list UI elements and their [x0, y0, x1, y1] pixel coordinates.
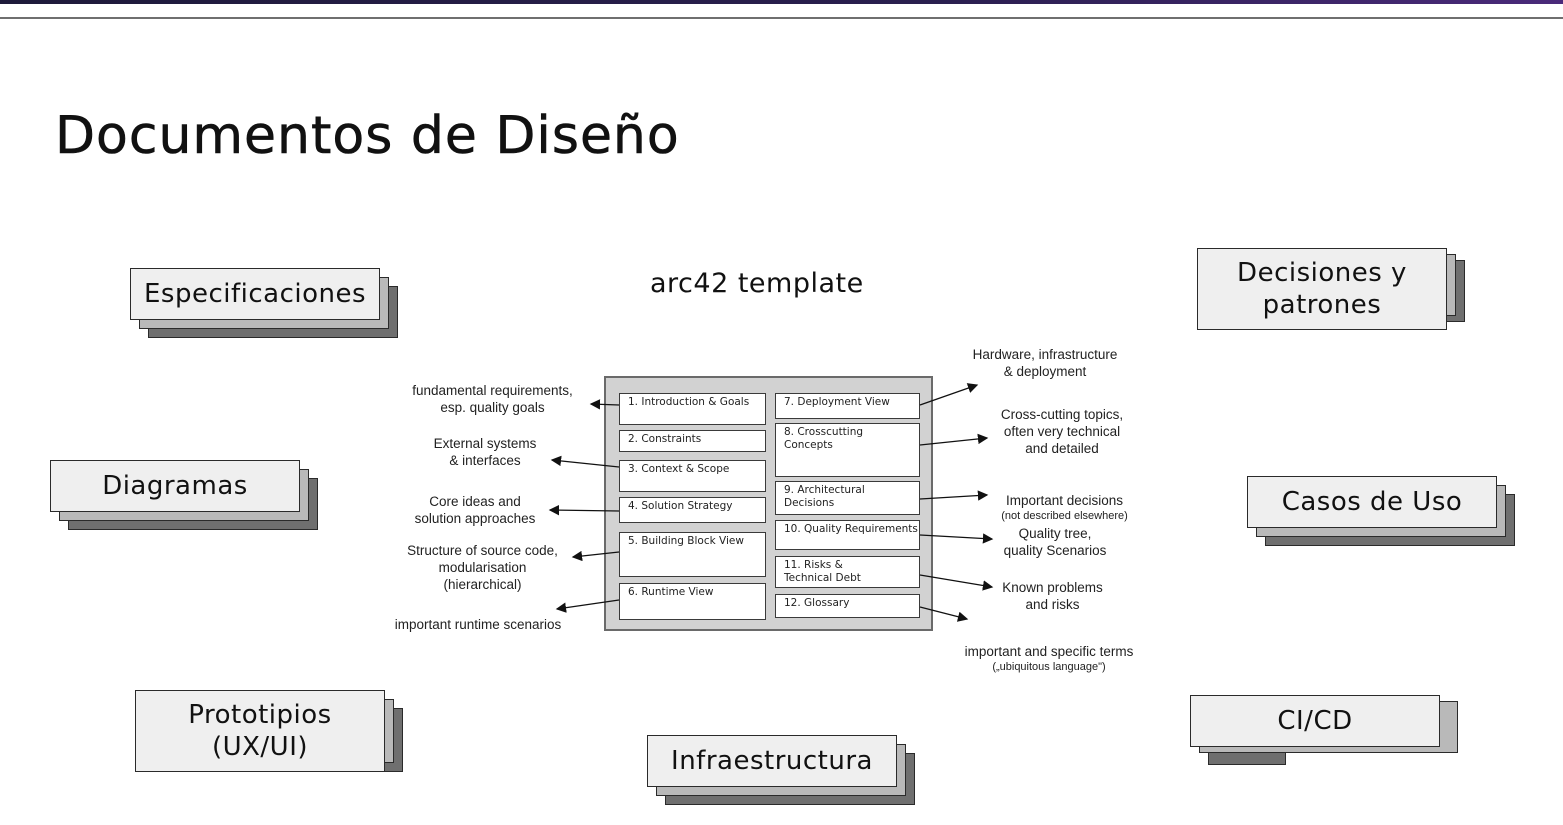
section-building-block-view: 5. Building Block View	[619, 532, 766, 577]
card-cicd: CI/CD	[1190, 695, 1460, 769]
note-cross-cutting-topics: Cross-cutting topics, often very technic…	[1000, 407, 1124, 456]
note-specific-terms: important and specific terms („ubiquitou…	[945, 627, 1153, 691]
note-known-problems: Known problems and risks	[1002, 580, 1103, 612]
top-divider-line	[0, 17, 1563, 19]
note-important-decisions-text: Important decisions	[1005, 492, 1124, 508]
note-structure-source-code: Structure of source code, modularisation…	[407, 543, 558, 592]
card-casos-de-uso-label: Casos de Uso	[1247, 476, 1497, 528]
card-especificaciones: Especificaciones	[130, 268, 400, 342]
section-crosscutting-concepts: 8. Crosscutting Concepts	[775, 423, 920, 477]
arrow-s6	[555, 599, 620, 613]
card-decisiones-label: Decisiones y patrones	[1197, 248, 1447, 330]
section-quality-requirements: 10. Quality Requirements	[775, 520, 920, 550]
arrow-s7	[919, 383, 979, 406]
note-core-ideas: Core ideas and solution approaches	[414, 494, 536, 526]
arrow-s12	[919, 606, 969, 622]
arrow-s4	[548, 504, 620, 516]
arrow-s5	[571, 550, 620, 562]
note-specific-terms-sub: („ubiquitous language")	[992, 660, 1106, 673]
arrow-s8	[919, 433, 989, 446]
arc42-title: arc42 template	[650, 268, 864, 299]
arrow-s10	[919, 533, 994, 544]
card-cicd-label: CI/CD	[1190, 695, 1440, 747]
note-specific-terms-text: important and specific terms	[964, 643, 1134, 659]
arrow-s3	[550, 455, 620, 468]
section-solution-strategy: 4. Solution Strategy	[619, 497, 766, 523]
card-prototipios: Prototipios (UX/UI)	[135, 690, 405, 776]
note-hardware-infrastructure: Hardware, infrastructure & deployment	[972, 347, 1118, 379]
note-runtime-scenarios: important runtime scenarios	[394, 617, 562, 632]
note-important-decisions-sub: (not described elsewhere)	[1001, 509, 1128, 522]
card-diagramas: Diagramas	[50, 460, 320, 534]
slide-title: Documentos de Diseño	[55, 106, 680, 167]
card-prototipios-label: Prototipios (UX/UI)	[135, 690, 385, 772]
note-quality-tree: Quality tree, quality Scenarios	[1003, 526, 1107, 558]
section-architectural-decisions: 9. Architectural Decisions	[775, 481, 920, 515]
card-diagramas-label: Diagramas	[50, 460, 300, 512]
section-risks-technical-debt: 11. Risks & Technical Debt	[775, 556, 920, 588]
card-especificaciones-label: Especificaciones	[130, 268, 380, 320]
section-context-scope: 3. Context & Scope	[619, 460, 766, 492]
section-deployment-view: 7. Deployment View	[775, 393, 920, 419]
arrow-s9	[919, 490, 989, 501]
section-introduction-goals: 1. Introduction & Goals	[619, 393, 766, 425]
arrow-s11	[919, 574, 994, 591]
card-infraestructura: Infraestructura	[647, 735, 917, 809]
top-accent-bar	[0, 0, 1563, 4]
card-casos-de-uso: Casos de Uso	[1247, 476, 1517, 550]
section-glossary: 12. Glossary	[775, 594, 920, 618]
note-fundamental-requirements: fundamental requirements, esp. quality g…	[412, 383, 573, 415]
section-constraints: 2. Constraints	[619, 430, 766, 452]
note-external-systems: External systems & interfaces	[433, 436, 537, 468]
note-important-decisions: Important decisions (not described elsew…	[982, 476, 1147, 540]
arrow-s1	[589, 399, 620, 410]
section-runtime-view: 6. Runtime View	[619, 583, 766, 620]
card-infraestructura-label: Infraestructura	[647, 735, 897, 787]
card-decisiones: Decisiones y patrones	[1197, 248, 1467, 334]
